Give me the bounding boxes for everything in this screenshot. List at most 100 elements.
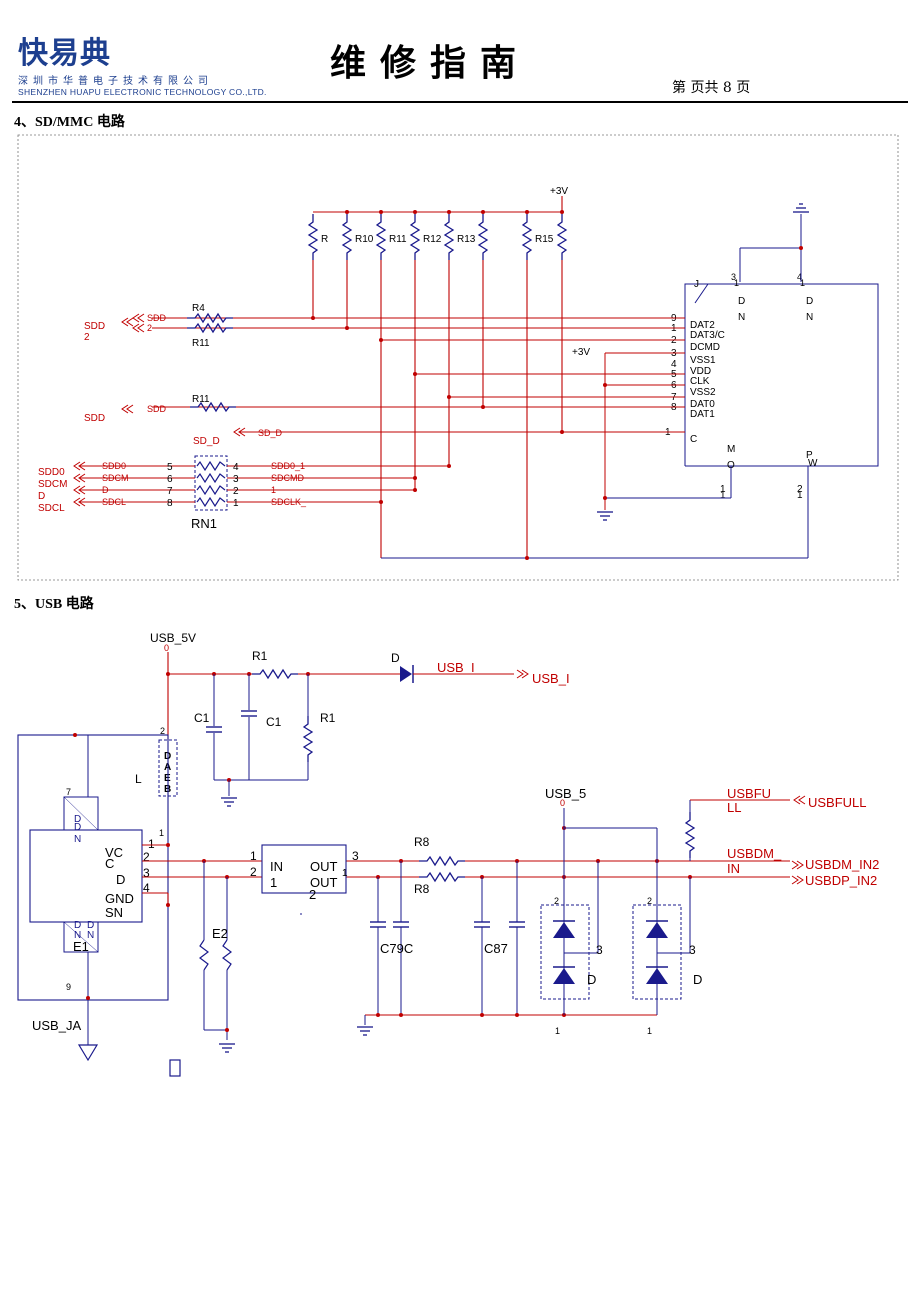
resistor-label-r10: R10	[355, 234, 374, 245]
sd-d-net: SD_D SD_D	[193, 427, 283, 447]
resistor-label-r11b: R11	[192, 394, 210, 405]
rn-net-label: SDCM	[38, 479, 67, 490]
resistor-label-r: R	[321, 234, 328, 245]
rn-junction	[413, 476, 417, 480]
connector-ref: J	[694, 279, 699, 290]
jack-pin-num: 4	[143, 881, 150, 895]
usbdm-label-a: USBDM_	[727, 846, 782, 861]
sd-connector: J 3 1 4 1 D N D N M O P W 1 1 2 1	[381, 203, 879, 560]
tvs-diodes: 2 3 1 2 3 1 D D	[540, 861, 702, 1036]
sd-d-label: SD_D	[193, 436, 220, 447]
rn-junction	[447, 464, 451, 468]
conn-top-pin: 1	[800, 278, 805, 288]
sd-signal-wires	[152, 317, 685, 510]
rn-resistor	[196, 484, 226, 496]
rn-pin-right: 4	[233, 462, 239, 473]
rn-junction	[413, 488, 417, 492]
conn-top-pin: 4	[797, 272, 802, 282]
rn-resistor	[196, 496, 226, 508]
rn-net-label: SDCL	[38, 503, 65, 514]
pullup-resistors: R R10 R11 R12 R13 R15	[308, 210, 567, 261]
ic-in-label: IN	[270, 859, 283, 874]
r1-top-label: R1	[252, 649, 268, 663]
rn-resistor	[196, 460, 226, 472]
c79-label: C79C	[380, 941, 413, 956]
rn-net-label: SDD0	[38, 467, 65, 478]
usbfull-label-b: LL	[727, 800, 741, 815]
rn-net-inner: SDCL	[102, 497, 126, 507]
jack-label: SN	[105, 905, 123, 920]
conn-pin-name: DAT2	[690, 320, 715, 331]
jack-pin-num: 2	[143, 850, 150, 864]
tvs-pin: 1	[647, 1026, 652, 1036]
conn-pin-name: VSS2	[690, 387, 716, 398]
usb5v-label: USB_5V	[150, 631, 196, 645]
sdd-net: SDD SDD R11	[84, 394, 237, 424]
ic-out-label: OUT	[310, 875, 338, 890]
jack-bottom-text: N	[74, 930, 81, 941]
usb-switch-ic: IN 1 OUT OUT 2 1 2 3 1	[250, 844, 359, 915]
jack-side-text: N	[74, 834, 81, 845]
ic-pin-num: 2	[250, 865, 257, 879]
conn-top-pin: 3	[731, 272, 736, 282]
usbfull-port: USBFULL	[808, 795, 867, 810]
jack-ref: USB_JA	[32, 1018, 81, 1033]
inductor-ref: L	[135, 772, 142, 786]
usb5v-pin: 0	[164, 643, 169, 653]
sdd2-net: SDD 2 SDD 2 R4 R11	[84, 303, 234, 349]
usbdm-port: USBDM_IN2	[805, 857, 879, 872]
page-number: 第 页共 8 页	[672, 80, 751, 96]
jack-pin-9: 9	[66, 982, 71, 992]
jack-label: VC	[105, 845, 123, 860]
conn-top-name: N	[738, 312, 745, 323]
jack-pin-7: 7	[66, 787, 71, 797]
logo-brand: 快易典	[18, 36, 111, 71]
filter-caps: C79C C87	[356, 861, 657, 1036]
jack-label: D	[116, 872, 125, 887]
jack-bottom-text: E1	[73, 939, 89, 954]
conn-bottom-name: W	[808, 458, 818, 469]
rn-pin-left: 8	[167, 498, 173, 509]
company-name-cn: 深圳市华普电子技术有限公司	[18, 76, 213, 87]
rn-pin-left: 5	[167, 462, 173, 473]
sd-frame	[17, 134, 899, 581]
rn-pin-left: 6	[167, 474, 173, 485]
rn-pin-right: 2	[233, 486, 239, 497]
conn-top-name: N	[806, 312, 813, 323]
ic-out-label: OUT	[310, 859, 338, 874]
tvs-d-label: D	[587, 972, 596, 987]
conn-pin-name: VSS1	[690, 355, 716, 366]
conn-pin-name: DAT0	[690, 399, 715, 410]
resistor-label-r11: R11	[389, 234, 407, 245]
c1b-label: C1	[266, 715, 282, 729]
sdd2-label: SDD	[84, 321, 105, 332]
rn1-label: RN1	[191, 516, 217, 531]
ic-in-label: 1	[270, 875, 277, 890]
bead-e2: E2	[199, 861, 236, 1053]
e2-label: E2	[212, 926, 228, 941]
conn-pin-name: DAT1	[690, 409, 715, 420]
conn-top-name: D	[738, 296, 745, 307]
ic-pin-num: 1	[342, 868, 348, 879]
jack-pin-num: 3	[143, 866, 150, 880]
jack-pin-num: 1	[148, 837, 155, 851]
sdd-label: SDD	[84, 413, 105, 424]
conn-bottom-name: M	[727, 444, 735, 455]
rn-arrow-icon	[78, 473, 86, 483]
inductor-pin: 2	[160, 726, 165, 736]
sdd2-mid2: 2	[147, 323, 152, 333]
usb-outputs: USBFU LL USBFULL USBDM_ IN USBDM_IN2 USB…	[685, 786, 879, 888]
rn-right-label: 1	[271, 485, 276, 495]
conn-bottom-pin: 1	[720, 484, 726, 495]
r8-resistors: R8 R8	[414, 835, 466, 896]
usb5-pin: 0	[560, 798, 565, 808]
resistor-label-r15: R15	[535, 234, 554, 245]
rn-arrow-icon	[78, 497, 86, 507]
usb-i-label: USB_I	[437, 660, 475, 675]
rn-arrow-icon	[78, 485, 86, 495]
page-title: 维修指南	[330, 42, 531, 84]
conn-pin-name: DCMD	[690, 342, 720, 353]
ic-pin-num: 3	[352, 849, 359, 863]
